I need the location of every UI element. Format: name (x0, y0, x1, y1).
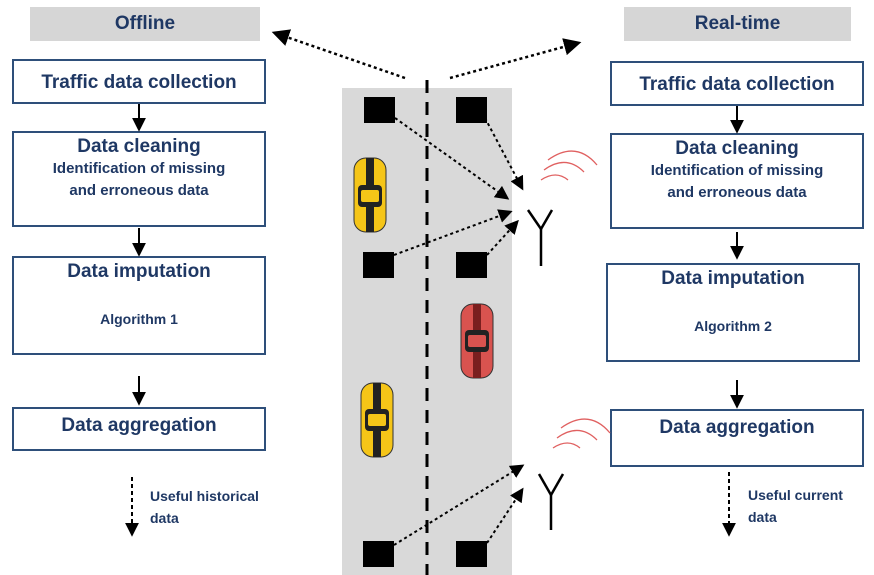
sensor-top-right (456, 97, 487, 123)
realtime-cleaning-line1: Identification of missing (650, 162, 824, 179)
link-bottom-right (486, 487, 524, 544)
realtime-cleaning-title: Data cleaning (675, 138, 799, 159)
realtime-output-line1: Useful current (748, 487, 843, 503)
sensor-bottom-left (363, 541, 394, 567)
realtime-output-note: Useful current data (748, 484, 843, 528)
link-bottom-left (393, 464, 525, 546)
offline-imputation-title: Data imputation (67, 261, 211, 282)
link-top-right (484, 117, 524, 191)
sensor-mid-left (363, 252, 394, 278)
offline-cleaning-line2: and erroneous data (69, 182, 209, 199)
offline-output-line1: Useful historical (150, 488, 259, 504)
car-icon (460, 303, 494, 379)
link-top-left (394, 117, 510, 200)
realtime-title: Real-time (694, 13, 781, 34)
sensor-mid-right (456, 252, 487, 278)
realtime-imputation-title: Data imputation (661, 268, 805, 289)
link-mid-right (486, 219, 519, 256)
sensor-bottom-right (456, 541, 487, 567)
realtime-collection-label: Traffic data collection (639, 74, 835, 95)
offline-aggregation-label: Data aggregation (61, 415, 217, 436)
realtime-aggregation-label: Data aggregation (659, 417, 815, 438)
offline-cleaning-box: Data cleaning Identification of missing … (12, 131, 266, 227)
offline-output-line2: data (150, 510, 179, 526)
offline-collection-label: Traffic data collection (41, 72, 237, 93)
offline-output-note: Useful historical data (150, 485, 259, 529)
offline-aggregation-box: Data aggregation (12, 407, 266, 451)
realtime-algorithm-label: Algorithm 2 (694, 318, 772, 334)
arrow-to-offline (271, 29, 406, 80)
realtime-cleaning-line2: and erroneous data (667, 184, 807, 201)
arrow-to-realtime (449, 38, 582, 80)
offline-collection-box: Traffic data collection (12, 59, 266, 104)
car-icon (360, 382, 394, 458)
offline-cleaning-title: Data cleaning (77, 136, 201, 157)
sensor-top-left (364, 97, 395, 123)
realtime-collection-box: Traffic data collection (610, 61, 864, 106)
offline-cleaning-line1: Identification of missing (52, 160, 226, 177)
antenna-icon (526, 150, 598, 266)
offline-title: Offline (114, 13, 176, 34)
car-icon (353, 157, 387, 233)
realtime-aggregation-box: Data aggregation (610, 409, 864, 467)
link-mid-left (393, 209, 513, 256)
offline-header: Offline (30, 7, 260, 41)
offline-imputation-box: Data imputation Algorithm 1 (12, 256, 266, 355)
antenna-icon (537, 418, 611, 530)
realtime-cleaning-box: Data cleaning Identification of missing … (610, 133, 864, 229)
realtime-header: Real-time (624, 7, 851, 41)
offline-algorithm-label: Algorithm 1 (100, 311, 178, 327)
realtime-imputation-box: Data imputation Algorithm 2 (606, 263, 860, 362)
realtime-output-line2: data (748, 509, 777, 525)
